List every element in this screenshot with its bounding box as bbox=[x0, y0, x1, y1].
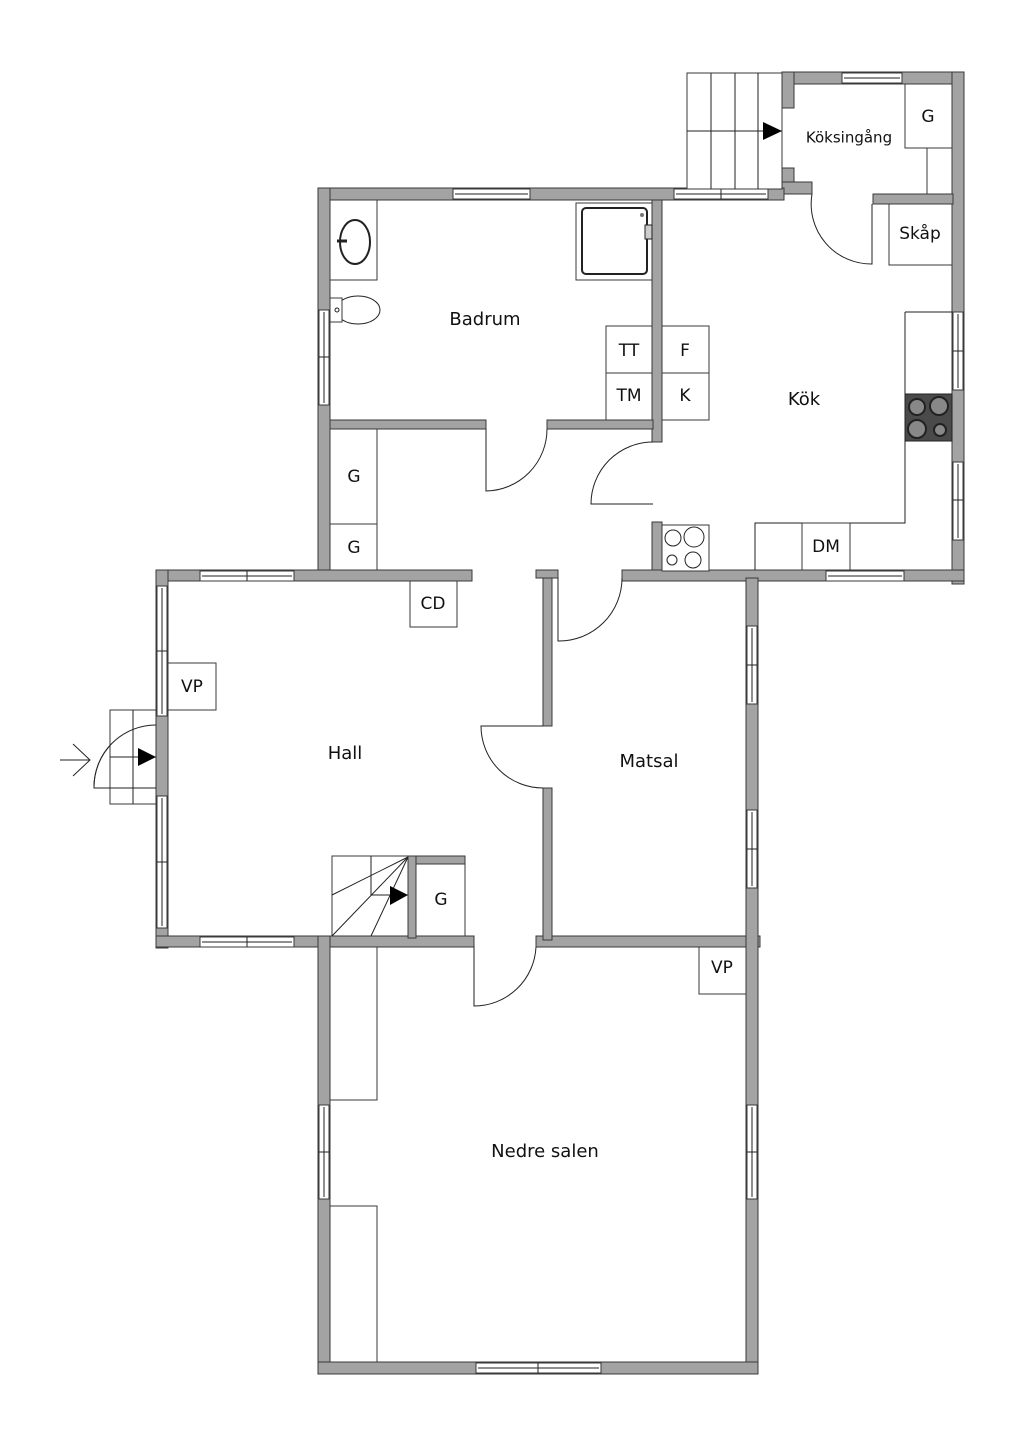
wall bbox=[535, 569, 559, 579]
cabinet-g bbox=[904, 83, 953, 149]
wall bbox=[621, 569, 965, 582]
wall bbox=[535, 935, 761, 948]
wall bbox=[872, 193, 954, 205]
entrance-steps bbox=[60, 709, 157, 805]
hob-icon bbox=[661, 524, 710, 572]
dryer-tm bbox=[605, 372, 653, 421]
door-matsal-top[interactable] bbox=[557, 577, 623, 642]
door-hall-matsal[interactable] bbox=[480, 725, 544, 789]
door-kok[interactable] bbox=[590, 441, 654, 505]
door-koksingang[interactable] bbox=[810, 193, 873, 265]
fixture-label: TM bbox=[615, 386, 641, 406]
wall bbox=[781, 71, 795, 109]
stair-direction-arrow-icon bbox=[763, 122, 782, 140]
room-label-nedre-salen: Nedre salen bbox=[491, 1141, 599, 1162]
toilet-icon bbox=[329, 295, 381, 325]
freezer-f bbox=[661, 325, 710, 374]
door-nedre-salen[interactable] bbox=[473, 946, 537, 1007]
sink-icon bbox=[337, 219, 371, 265]
hall-stairs bbox=[331, 855, 409, 937]
stair-direction-arrow-icon bbox=[390, 886, 408, 905]
cabinet bbox=[329, 946, 378, 1101]
fixture-label: VP bbox=[181, 677, 203, 697]
room-label-koksingang: Köksingång bbox=[806, 129, 892, 147]
entrance-step-arrow-icon bbox=[138, 748, 156, 766]
heat-pump-vp bbox=[167, 662, 217, 711]
stove-icon bbox=[904, 393, 953, 442]
fixture-label: F bbox=[680, 341, 690, 361]
fixture-label: Skåp bbox=[899, 223, 941, 244]
room-label-badrum: Badrum bbox=[449, 309, 520, 330]
wall bbox=[546, 419, 654, 430]
fixture-label: G bbox=[921, 107, 934, 127]
fixture-label: G bbox=[347, 538, 360, 558]
shower-icon bbox=[575, 202, 653, 281]
fixture-label: K bbox=[679, 386, 691, 406]
wall bbox=[155, 935, 475, 948]
cabinet-skap bbox=[888, 203, 953, 266]
cabinet bbox=[329, 1205, 378, 1363]
door-badrum[interactable] bbox=[485, 428, 548, 492]
wardrobe-g bbox=[329, 523, 378, 571]
windows bbox=[156, 72, 964, 1374]
wall bbox=[407, 855, 466, 865]
dishwasher-dm bbox=[801, 522, 851, 571]
heat-pump-vp bbox=[698, 946, 747, 995]
closet-g bbox=[415, 863, 466, 937]
walls bbox=[155, 71, 965, 1375]
fixtures: G Skåp TT TM F bbox=[167, 83, 953, 1363]
wall bbox=[329, 419, 487, 430]
fridge-k bbox=[661, 372, 710, 421]
wall bbox=[542, 787, 553, 941]
cabinet-cd bbox=[409, 580, 458, 628]
fixture-label: G bbox=[434, 890, 447, 910]
fixture-label: TT bbox=[618, 341, 640, 361]
fixture-label: VP bbox=[711, 958, 733, 978]
wall bbox=[542, 577, 553, 727]
room-label-matsal: Matsal bbox=[619, 751, 678, 772]
entrance-arrow-icon bbox=[60, 743, 91, 777]
fixture-label: G bbox=[347, 467, 360, 487]
room-label-kok: Kök bbox=[788, 389, 821, 410]
kitchen-entrance-stairs bbox=[686, 72, 783, 190]
washing-machine-tt bbox=[605, 325, 653, 374]
wall bbox=[781, 181, 813, 195]
fixture-label: DM bbox=[812, 537, 840, 557]
wall bbox=[651, 199, 663, 443]
wall bbox=[407, 855, 417, 939]
fixture-label: CD bbox=[421, 594, 446, 614]
room-labels: Köksingång Badrum Kök Hall Matsal Nedre … bbox=[328, 129, 892, 1163]
room-label-hall: Hall bbox=[328, 743, 363, 764]
